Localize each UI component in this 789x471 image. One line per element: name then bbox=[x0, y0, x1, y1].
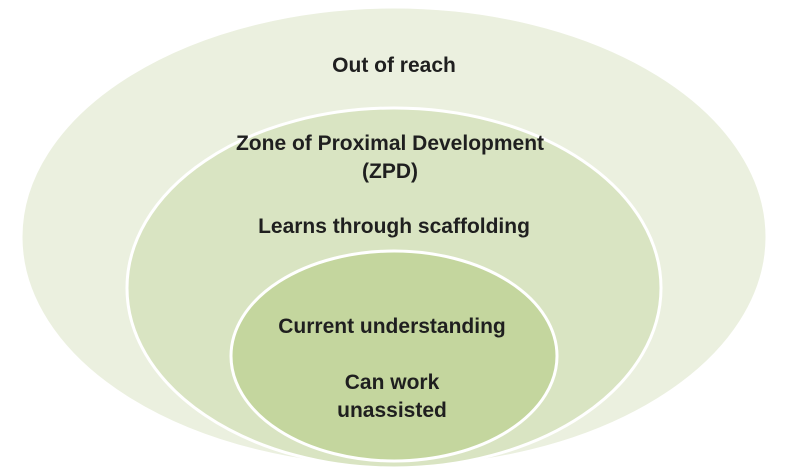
current-understanding-label: Current understanding bbox=[278, 315, 506, 338]
zpd-title-label: Zone of Proximal Development (ZPD) bbox=[235, 132, 545, 183]
out-of-reach-label: Out of reach bbox=[332, 54, 456, 77]
inner-ellipse-current-understanding bbox=[229, 249, 559, 463]
zpd-description-label: Learns through scaffolding bbox=[258, 215, 530, 238]
can-work-unassisted-label: Can work unassisted bbox=[337, 371, 447, 422]
